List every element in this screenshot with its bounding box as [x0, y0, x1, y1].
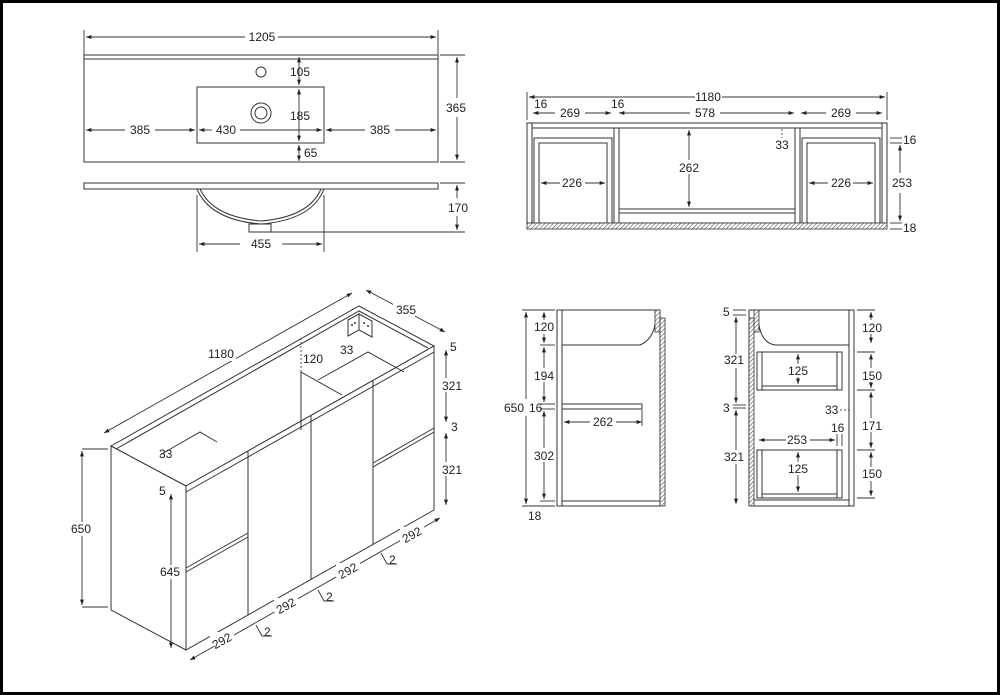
dim-center-lower-space: 302 [534, 449, 554, 463]
dim-iso-rear-gap-left: 33 [159, 447, 173, 461]
bracket-icon [347, 313, 373, 338]
dim-right-bay: 269 [831, 106, 851, 120]
dim-rear-gap: 33 [775, 138, 789, 152]
dim-lower-drawer-box: 150 [862, 467, 882, 481]
dim-upper-drawer-box: 150 [862, 369, 882, 383]
dim-upper-drawer-inner: 125 [788, 364, 808, 378]
dim-basin-depth: 365 [446, 101, 466, 115]
dim-bowl-width: 430 [216, 123, 236, 137]
dim-iso-overall-height: 650 [71, 522, 91, 536]
dim-lower-drawer-inner: 125 [788, 462, 808, 476]
dim-drawer-top-rail: 120 [862, 321, 882, 335]
side-section-center: 650 120 194 16 302 18 262 [504, 309, 666, 523]
dim-iso-drawer-upper: 321 [442, 379, 462, 393]
dim-bowl-depth: 185 [290, 109, 310, 123]
dim-iso-drawer-lower: 321 [442, 463, 462, 477]
dim-front-gap-1: 2 [264, 625, 271, 639]
dim-iso-depth: 355 [396, 303, 416, 317]
dim-divider: 16 [611, 97, 625, 111]
dim-shelf-depth: 262 [593, 415, 613, 429]
dim-iso-rear-rail: 120 [303, 352, 323, 366]
dim-left-panel: 16 [534, 97, 548, 111]
cabinet-top-section: 1180 16 269 16 578 269 262 33 226 [526, 90, 917, 235]
technical-drawing: 1205 105 185 65 385 430 385 365 [70, 30, 917, 661]
dim-front-margin: 65 [304, 146, 318, 160]
dim-drawer-depth: 253 [892, 176, 912, 190]
dim-iso-top-gap-left: 5 [159, 484, 166, 498]
dim-iso-front-height: 645 [160, 565, 180, 579]
dim-cabinet-width: 1180 [695, 90, 721, 104]
dim-between-drawers: 171 [862, 419, 882, 433]
dim-drawer-upper-front: 321 [724, 353, 744, 367]
dim-drawer-gap: 3 [723, 401, 730, 415]
dim-center-bay: 578 [695, 106, 715, 120]
dim-iso-top-gap-right: 5 [450, 340, 457, 354]
dim-left-bay: 269 [560, 106, 580, 120]
dim-drawer-top-gap: 5 [723, 305, 730, 319]
dim-iso-width: 1180 [208, 347, 234, 361]
dim-center-upper-space: 194 [534, 369, 554, 383]
dim-right-margin: 385 [370, 123, 390, 137]
dim-front-gap-3: 2 [389, 553, 396, 567]
dim-iso-drawer-gap: 3 [451, 420, 458, 434]
dim-basin-width: 1205 [249, 30, 276, 44]
drawing-sheet: 1205 105 185 65 385 430 385 365 [3, 3, 997, 692]
dim-center-base: 18 [528, 509, 542, 523]
dim-drawer-inner-right: 226 [831, 176, 851, 190]
dim-center-shelf: 16 [529, 401, 543, 415]
dim-drawer-lower-front: 321 [724, 450, 744, 464]
dim-base-panel: 18 [903, 221, 917, 235]
dim-top-panel: 16 [903, 133, 917, 147]
basin-front-view: 170 455 [83, 182, 468, 252]
basin-top-view: 1205 105 185 65 385 430 385 365 [83, 30, 466, 163]
dim-center-overall-height: 650 [504, 401, 524, 415]
dim-center-depth: 262 [679, 161, 699, 175]
side-section-drawers: 5 321 3 321 120 150 171 150 125 33 [722, 305, 882, 507]
dim-drawer-inner-left: 226 [562, 176, 582, 190]
dim-drawer-side: 16 [831, 421, 845, 435]
dim-tap-offset: 105 [290, 65, 310, 79]
dim-drawer-box-depth: 253 [787, 433, 807, 447]
dim-basin-bowl-width: 455 [251, 237, 271, 251]
dim-front-gap-2: 2 [326, 590, 333, 604]
dim-iso-rear-gap-right: 33 [340, 343, 354, 357]
dim-center-top-rail: 120 [534, 320, 554, 334]
dim-basin-height: 170 [448, 201, 468, 215]
dim-drawer-rear-gap: 33 [825, 403, 839, 417]
isometric-view: 1180 355 120 33 33 5 321 3 321 650 5 645… [70, 289, 462, 661]
dim-left-margin: 385 [130, 123, 150, 137]
